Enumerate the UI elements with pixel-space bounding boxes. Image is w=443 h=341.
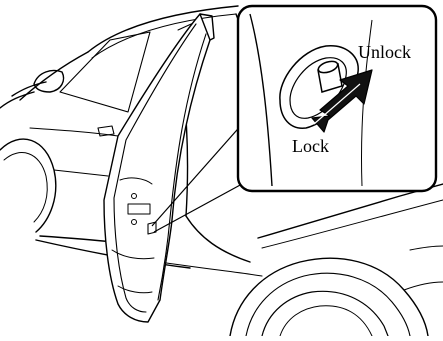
open-rear-door [104, 14, 214, 322]
lock-detail-callout: Unlock Lock [238, 6, 436, 191]
lock-label: Lock [292, 136, 329, 156]
unlock-label: Unlock [358, 42, 411, 62]
